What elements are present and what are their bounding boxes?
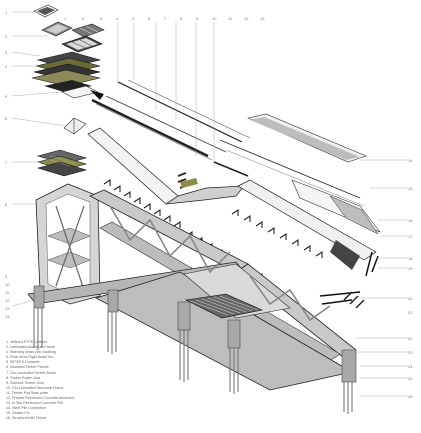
legend-item: 10. Glu-Laminated Structural Frame	[6, 385, 64, 390]
right-callout: 18	[408, 256, 413, 261]
roof-lattice-panel	[61, 35, 103, 53]
piles	[33, 308, 353, 414]
top-callout: 6	[148, 16, 151, 21]
top-callout: 1	[64, 16, 67, 21]
right-callout: 15	[408, 186, 413, 191]
right-callout: 22	[408, 336, 413, 341]
left-callout: 5	[5, 94, 8, 99]
roof-cladding-layers	[31, 51, 102, 92]
roof-frame-layer	[41, 21, 73, 37]
top-callout: 7	[164, 16, 167, 21]
callout-leaders	[11, 11, 408, 397]
legend-item: 3. Standing seam zinc cladding	[6, 350, 56, 355]
legend-item: 2. Laminated Aluminum Frame	[6, 345, 55, 350]
left-callout: 1	[5, 10, 8, 15]
legend-item: 6. Insulated Timber Panels	[6, 365, 49, 370]
legend-item: 5. SIP/EPS Concrete	[6, 360, 40, 365]
top-callout: 4	[116, 16, 119, 21]
floating-timber-joists	[103, 172, 365, 309]
secondary-rafters	[213, 139, 365, 207]
left-callout: 4	[5, 64, 8, 69]
truss-diagonals	[109, 205, 331, 322]
right-callout: 16	[408, 218, 413, 223]
left-callout: 3	[5, 50, 8, 55]
right-callout: 23	[408, 350, 413, 355]
left-callout: 14	[5, 314, 10, 319]
top-callout: 2	[82, 16, 85, 21]
deck-grating	[185, 293, 263, 319]
right-callout: 14	[408, 158, 413, 163]
top-callout: 8	[180, 16, 183, 21]
top-callout: 12	[244, 16, 249, 21]
right-callout: 25	[408, 376, 413, 381]
legend-item: 8. Timber Rafter Joist	[6, 375, 41, 380]
right-callout: 17	[408, 234, 413, 239]
legend-item: 13. In Situ Reinforced Concrete Pile	[6, 401, 64, 406]
legend-item: 11. Timber Pod Base plate	[6, 390, 49, 395]
right-roof-edge-pieces	[291, 179, 381, 277]
roof-insulation-wedge	[61, 85, 104, 100]
top-callout: 3	[100, 16, 103, 21]
legend-item: 4. Rock Wool Rigid Board Ins.	[6, 355, 54, 360]
top-callout: 13	[260, 16, 265, 21]
left-callout: 10	[5, 282, 10, 287]
top-callout: 10	[212, 16, 217, 21]
top-callout: 5	[132, 16, 135, 21]
glulam-roof-beams	[91, 79, 251, 161]
legend-item: 14. Steel Pile Connection	[6, 406, 47, 411]
left-callout: 13	[5, 306, 10, 311]
legend-item: 16. Structural Infill Timber	[6, 416, 47, 421]
left-callout: 7	[5, 160, 8, 165]
right-callout: 19	[408, 266, 413, 271]
bridge-truss-main	[27, 189, 357, 391]
left-callout: 9	[5, 274, 8, 279]
left-callout: 8	[5, 202, 8, 207]
top-callout: 11	[228, 16, 233, 21]
legend-item: 1. Jeffered ETFE Cushion	[6, 340, 48, 344]
tower-frame	[35, 183, 101, 305]
roof-panel-grid	[71, 23, 105, 38]
left-callout: 6	[5, 116, 8, 121]
legend-item: 12. Precast Reinforced Concrete Abutment	[6, 396, 75, 401]
right-callout: 24	[408, 364, 413, 369]
roof-cushion-layer	[33, 4, 59, 18]
left-callout: 11	[5, 290, 10, 295]
legend-item: 9. Sidewall Timber Joist	[6, 380, 44, 385]
right-callout: 21	[408, 310, 413, 315]
right-callout-numbers: 14 15 16 17 18 19 20 21 22 23 24 25 26	[408, 158, 413, 399]
legend-item: 7. Glu-Laminated Timber Beam	[6, 370, 56, 375]
component-legend: 1. Jeffered ETFE Cushion 2. Laminated Al…	[6, 340, 126, 422]
small-gable-frame	[63, 117, 87, 135]
left-callout: 12	[5, 298, 10, 303]
legend-item: 15. Glulam Pin	[6, 411, 30, 416]
left-callout-numbers: 1 2 3 4 5 6 7 8 9 10 11 12 13 14	[5, 10, 10, 319]
right-callout: 20	[408, 296, 413, 301]
roof-shell-band	[87, 127, 377, 261]
upper-roof-plate	[247, 113, 367, 163]
concrete-piers	[33, 285, 357, 383]
top-callout: 9	[196, 16, 199, 21]
timber-deck-stack	[36, 149, 88, 177]
right-callout: 26	[408, 394, 413, 399]
top-callout-numbers: 1 2 3 4 5 6 7 8 9 10 11 12 13	[64, 16, 265, 21]
left-callout: 2	[5, 34, 8, 39]
